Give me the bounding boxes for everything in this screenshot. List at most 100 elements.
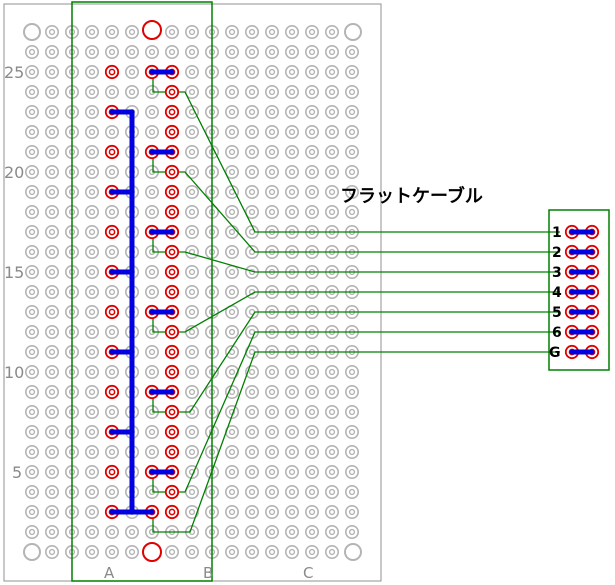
- grid-hole: [24, 284, 39, 299]
- grid-hole: [245, 504, 260, 519]
- grid-hole: [85, 185, 100, 200]
- grid-hole: [245, 65, 260, 80]
- grid-hole: [225, 364, 240, 379]
- grid-hole: [344, 404, 359, 419]
- grid-hole: [304, 205, 319, 220]
- grid-hole: [324, 165, 339, 180]
- grid-hole: [185, 85, 200, 100]
- grid-hole: [324, 185, 339, 200]
- connector-pin: [564, 324, 600, 340]
- grid-hole: [85, 484, 100, 499]
- pin-label-1: 1: [552, 225, 562, 241]
- solder-pad: [164, 244, 180, 260]
- grid-hole: [85, 105, 100, 120]
- grid-hole: [264, 85, 279, 100]
- grid-hole: [264, 125, 279, 140]
- grid-hole: [264, 44, 279, 59]
- grid-hole: [145, 264, 160, 279]
- solder-pad: [164, 344, 180, 360]
- grid-hole: [304, 165, 319, 180]
- grid-hole: [185, 384, 200, 399]
- grid-hole: [44, 245, 59, 260]
- grid-hole: [85, 225, 100, 240]
- grid-hole: [44, 304, 59, 319]
- grid-hole: [185, 284, 200, 299]
- grid-hole: [125, 44, 140, 59]
- grid-hole: [225, 464, 240, 479]
- grid-hole: [85, 284, 100, 299]
- mount-hole-br: [344, 543, 362, 561]
- large-pad-top: [142, 20, 162, 40]
- grid-hole: [185, 145, 200, 160]
- grid-hole: [85, 384, 100, 399]
- grid-hole: [245, 424, 260, 439]
- grid-hole: [264, 24, 279, 39]
- grid-hole: [125, 524, 140, 539]
- connector-pins: [564, 224, 600, 360]
- grid-hole: [24, 145, 39, 160]
- grid-hole: [85, 464, 100, 479]
- grid-hole: [85, 404, 100, 419]
- grid-hole: [225, 165, 240, 180]
- connector-pin: [564, 264, 600, 280]
- grid-hole: [85, 145, 100, 160]
- grid-hole: [264, 404, 279, 419]
- grid-hole: [185, 304, 200, 319]
- grid-hole: [324, 24, 339, 39]
- grid-hole: [44, 484, 59, 499]
- grid-hole: [44, 185, 59, 200]
- grid-hole: [264, 105, 279, 120]
- grid-hole: [185, 544, 200, 559]
- row-label-15: 15: [4, 263, 24, 282]
- solder-pad: [164, 444, 180, 460]
- grid-hole: [225, 264, 240, 279]
- column-label-c: C: [303, 564, 313, 582]
- grid-hole: [185, 225, 200, 240]
- grid-hole: [44, 404, 59, 419]
- grid-hole: [324, 444, 339, 459]
- grid-hole: [344, 464, 359, 479]
- grid-hole: [245, 544, 260, 559]
- grid-hole: [24, 185, 39, 200]
- grid-hole: [284, 484, 299, 499]
- solder-pad: [164, 204, 180, 220]
- grid-hole: [85, 544, 100, 559]
- solder-pad: [164, 284, 180, 300]
- grid-hole: [344, 364, 359, 379]
- grid-hole: [304, 424, 319, 439]
- pin-label-3: 3: [552, 265, 562, 281]
- connector-pin: [564, 284, 600, 300]
- grid-hole: [24, 245, 39, 260]
- grid-hole: [145, 364, 160, 379]
- grid-hole: [324, 524, 339, 539]
- grid-hole: [245, 105, 260, 120]
- grid-hole: [284, 464, 299, 479]
- pin-label-g: G: [549, 345, 561, 361]
- grid-hole: [284, 544, 299, 559]
- solder-pad: [164, 324, 180, 340]
- grid-hole: [24, 404, 39, 419]
- grid-hole: [304, 185, 319, 200]
- grid-hole: [44, 364, 59, 379]
- grid-hole: [344, 524, 359, 539]
- grid-hole: [44, 65, 59, 80]
- grid-hole: [44, 384, 59, 399]
- grid-hole: [125, 85, 140, 100]
- grid-hole: [125, 24, 140, 39]
- grid-hole: [44, 24, 59, 39]
- grid-hole: [225, 24, 240, 39]
- grid-hole: [44, 344, 59, 359]
- grid-hole: [225, 205, 240, 220]
- grid-hole: [304, 125, 319, 140]
- grid-hole: [225, 225, 240, 240]
- row-label-5: 5: [12, 463, 22, 482]
- grid-hole: [24, 444, 39, 459]
- grid-hole: [264, 384, 279, 399]
- grid-hole: [145, 185, 160, 200]
- grid-hole: [85, 125, 100, 140]
- grid-hole: [225, 65, 240, 80]
- grid-hole: [264, 504, 279, 519]
- grid-hole: [44, 464, 59, 479]
- grid-hole: [24, 384, 39, 399]
- grid-hole: [185, 65, 200, 80]
